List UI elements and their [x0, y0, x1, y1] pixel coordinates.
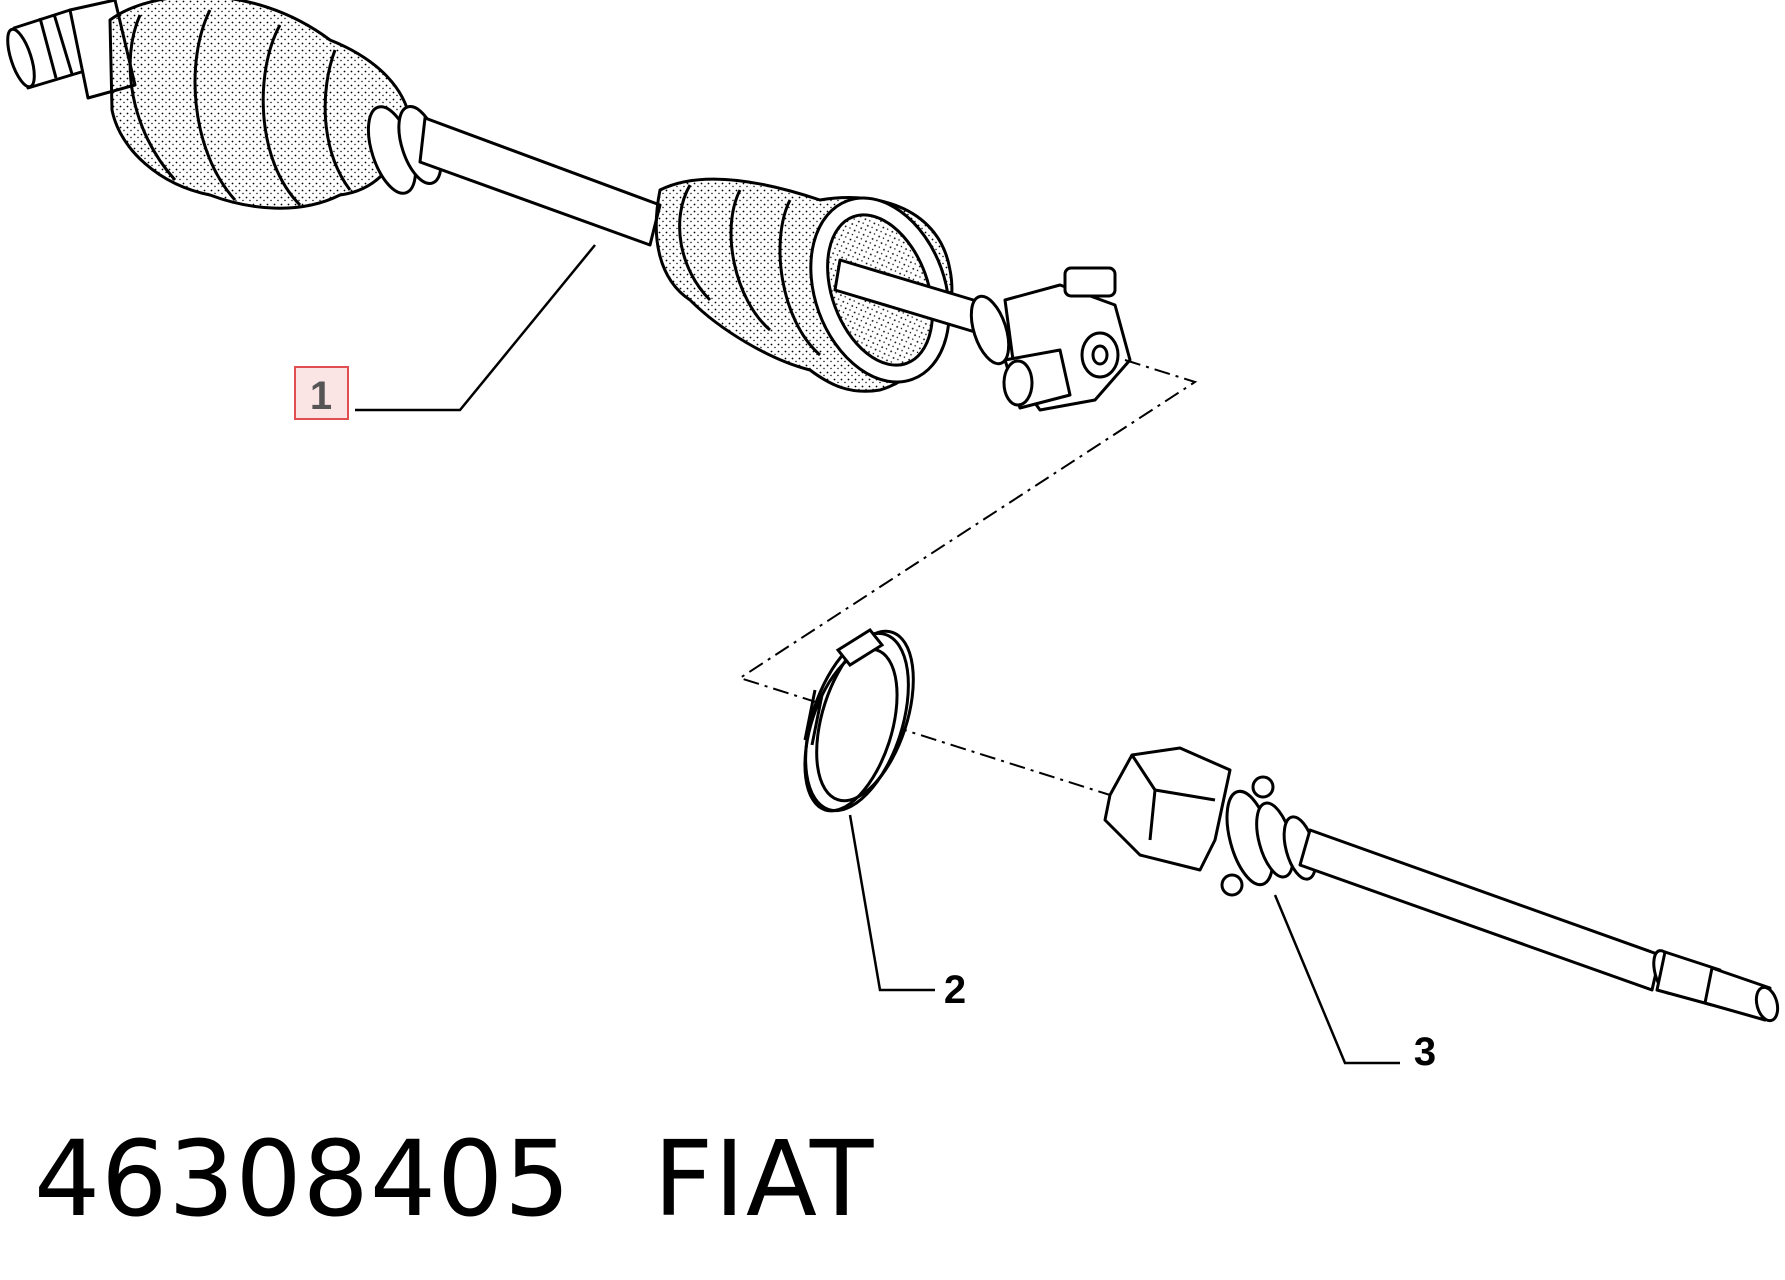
inner-joint-shaft	[1103, 746, 1780, 1023]
brand-name: FIAT	[653, 1118, 875, 1240]
leader-line-1	[355, 244, 596, 412]
callout-1[interactable]: 1	[294, 366, 349, 420]
callout-1-number: 1	[310, 374, 332, 418]
leader-lines	[355, 244, 1400, 1065]
callout-2-number: 2	[944, 968, 966, 1012]
callout-1-highlight	[294, 366, 349, 420]
outer-cv-boot	[108, 0, 443, 210]
clamp-band	[803, 628, 915, 813]
tripod-joint	[969, 266, 1132, 412]
alignment-lines	[737, 359, 1198, 796]
callout-3-number: 3	[1414, 1030, 1436, 1074]
drive-shaft-assembly	[6, 0, 1132, 412]
callout-2[interactable]: 2	[944, 968, 966, 1012]
callout-3[interactable]: 3	[1414, 1030, 1436, 1074]
leader-line-3	[1273, 894, 1400, 1065]
shaft	[418, 116, 662, 247]
part-number: 46308405	[34, 1118, 572, 1240]
leader-line-2	[848, 814, 935, 992]
part-footer: 46308405 FIAT	[34, 1118, 874, 1240]
